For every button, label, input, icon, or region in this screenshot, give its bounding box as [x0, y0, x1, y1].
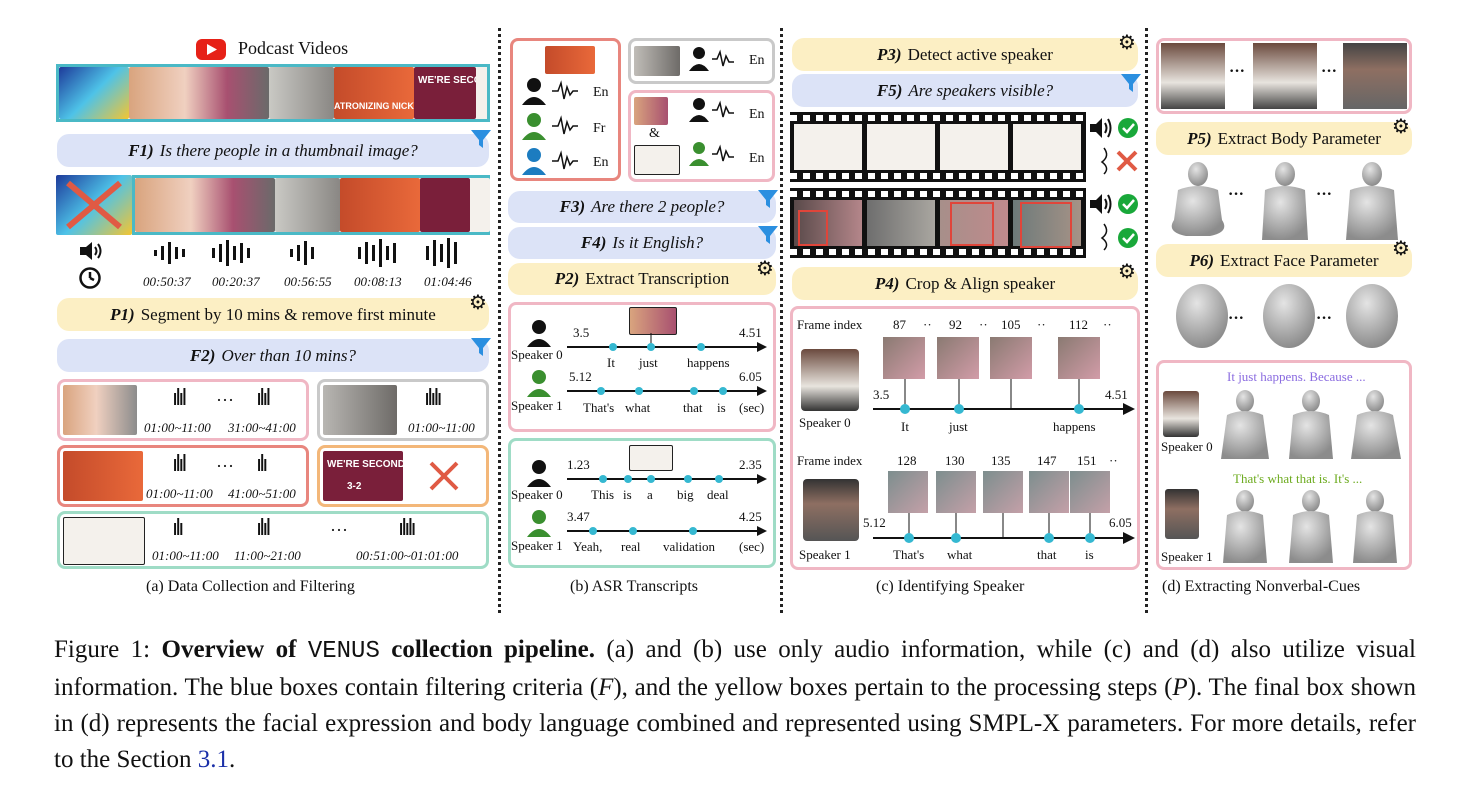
thumbnail-strip: ATRONIZING NICKNAME WE'RE SECOND: [56, 64, 490, 122]
thumbnail-2: [129, 67, 269, 119]
video-frames-box: ··· ···: [1156, 38, 1412, 114]
waveform-bar: [212, 248, 215, 258]
process-p3: P3)Detect active speaker: [792, 38, 1138, 71]
language-box-1: En Fr En: [510, 38, 621, 181]
segment-box-2: ılılı 01:00~11:00: [317, 379, 489, 441]
waveform-bar: [175, 247, 178, 259]
process-p1: P1)Segment by 10 mins & remove first min…: [57, 298, 489, 331]
filmstrip-visible: [790, 188, 1086, 258]
waveform-bar: [426, 246, 429, 260]
waveform-bar: [233, 246, 236, 260]
waveform-bar: [372, 245, 375, 261]
segment-box-4-rejected: WE'RE SECOND 3-2: [317, 445, 489, 507]
segment-box-5: ılı ılıl ··· ılılı 01:00~11:00 11:00~21:…: [57, 511, 489, 569]
waveform-icons: [154, 238, 457, 268]
waveform-bar: [304, 241, 307, 265]
face-meshes: [1176, 284, 1398, 348]
panel-a-title: Podcast Videos: [238, 38, 349, 58]
waveform-bar: [168, 242, 171, 264]
thumbnail-strip-filtered: [56, 175, 490, 235]
waveform-bar: [379, 239, 382, 267]
gear-icon: ⚙: [469, 290, 487, 314]
funnel-icon: [471, 338, 491, 356]
segment-box-1: ılıl ··· ılıl 01:00~11:00 31:00~41:00: [57, 379, 309, 441]
thumbnail-4: ATRONIZING NICKNAME: [334, 67, 414, 119]
waveform-bar: [182, 249, 185, 257]
language-box-3: & En En: [628, 90, 775, 182]
transcript-box-2: 1.23 2.35 This is a big deal 3.47 4.25 Y…: [508, 438, 776, 568]
waveform-bar: [358, 247, 361, 259]
waveform-bar: [240, 243, 243, 263]
waveform-bar: [226, 240, 229, 266]
thumbnail-3: [269, 67, 334, 119]
filter-f4: F4)Is it English?: [508, 227, 776, 259]
waveform-bar: [447, 238, 450, 268]
quote-speaker1: That's what that is. It's ...: [1233, 471, 1363, 486]
waveform-bar: [454, 242, 457, 264]
funnel-icon: [471, 130, 491, 148]
separator-a-b: [498, 28, 501, 613]
waveform-bar: [393, 243, 396, 263]
separator-c-d: [1145, 28, 1148, 613]
gear-icon: ⚙: [1118, 259, 1136, 283]
alignment-box: Frame index 87 ·· 92 ·· 105 ·· 112 ·· 3.…: [790, 306, 1140, 570]
timestamp-2: 00:20:37: [212, 274, 260, 289]
speaker-avatars: [522, 78, 578, 175]
language-box-2: En: [628, 38, 775, 84]
waveform-bar: [290, 249, 293, 257]
waveform-bar: [433, 240, 436, 266]
filter-f2: F2)Over than 10 mins?: [57, 339, 489, 372]
combined-box: It just happens. Because ... That's what…: [1156, 360, 1412, 570]
filter-f3: F3)Are there 2 people?: [508, 191, 776, 223]
process-p6: P6)Extract Face Parameter: [1156, 244, 1412, 277]
thumbnail-5: WE'RE SECOND: [414, 67, 476, 119]
youtube-icon: [196, 39, 226, 60]
waveform-bar: [161, 246, 164, 260]
funnel-icon: [758, 226, 778, 244]
body-meshes: [1171, 162, 1398, 240]
thumbnail-1: [59, 67, 129, 119]
process-p4: P4)Crop & Align speaker: [792, 267, 1138, 300]
caption-c: (c) Identifying Speaker: [876, 578, 1025, 595]
process-p2: P2)Extract Transcription: [508, 263, 776, 295]
timestamp-4: 00:08:13: [354, 274, 402, 289]
caption-b: (b) ASR Transcripts: [570, 578, 699, 595]
separator-b-c: [780, 28, 783, 613]
filter-f1: F1)Is there people in a thumbnail image?: [57, 134, 489, 167]
gear-icon: ⚙: [1392, 114, 1410, 138]
waveform-bar: [386, 246, 389, 260]
gear-icon: ⚙: [1392, 236, 1410, 260]
caption-a: (a) Data Collection and Filtering: [146, 578, 355, 595]
filmstrip-invisible: [790, 112, 1086, 182]
clock-icon: [79, 267, 101, 289]
speaker-icon: [80, 242, 102, 260]
timestamp-1: 00:50:37: [143, 274, 191, 289]
waveform-bar: [247, 248, 250, 258]
reject-x-icon: [66, 180, 122, 230]
timestamp-3: 00:56:55: [284, 274, 332, 289]
funnel-icon: [1121, 74, 1141, 92]
waveform-bar: [219, 244, 222, 262]
caption-d: (d) Extracting Nonverbal-Cues: [1162, 578, 1361, 595]
waveform-bar: [365, 242, 368, 264]
figure-caption: Figure 1: Overview of VENUS collection p…: [54, 636, 1417, 773]
reject-x-icon: [429, 461, 459, 491]
segment-box-3: ılıl ··· ılı 01:00~11:00 41:00~51:00: [57, 445, 309, 507]
gear-icon: ⚙: [1118, 30, 1136, 54]
timestamp-5: 01:04:46: [424, 274, 472, 289]
waveform-bar: [440, 244, 443, 262]
process-p5: P5)Extract Body Parameter: [1156, 122, 1412, 155]
filter-f5: F5)Are speakers visible?: [792, 74, 1138, 107]
waveform-bar: [154, 250, 157, 256]
waveform-bar: [311, 247, 314, 259]
thumbnail-6: [476, 67, 487, 119]
speaker-visibility-icons: [1090, 118, 1138, 251]
quote-speaker0: It just happens. Because ...: [1227, 369, 1366, 384]
waveform-bar: [297, 245, 300, 261]
funnel-icon: [758, 190, 778, 208]
transcript-box-1: 3.5 4.51 It just happens 5.12 6.05 That'…: [508, 302, 776, 432]
gear-icon: ⚙: [756, 256, 774, 280]
